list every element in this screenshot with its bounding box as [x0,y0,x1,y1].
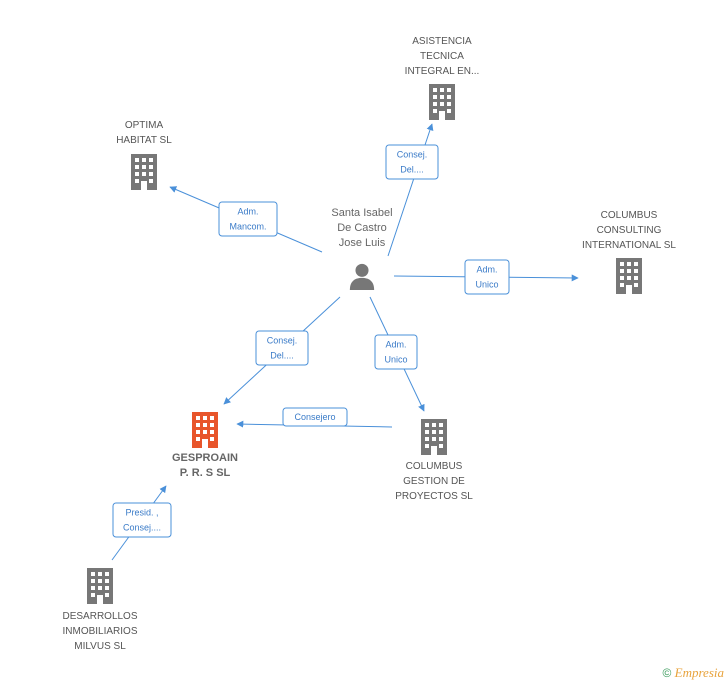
node-label: PROYECTOS SL [395,491,473,502]
edge-label-text: Unico [475,280,498,290]
edge-label-text: Adm. [385,340,406,350]
edge-person-to-optima: Adm. Mancom. [169,186,323,253]
node-label: INTEGRAL EN... [405,66,480,77]
edge-columbus_gestion-to-gesproain: Consejero [236,407,393,428]
edge-label-text: Del.... [400,165,424,175]
node-label: Jose Luis [339,237,386,249]
node-label: GESPROAIN [172,452,238,464]
edge-label-box[interactable] [374,334,418,370]
building-icon[interactable] [616,258,642,294]
building-icon[interactable] [421,419,447,455]
node-label: CONSULTING [597,225,662,236]
node-label: TECNICA [420,51,464,62]
edge-person-to-columbus_gestion: Adm. Unico [369,296,425,412]
node-optima[interactable]: OPTIMA HABITAT SL [116,120,172,190]
node-label: COLUMBUS [406,461,463,472]
building-icon[interactable] [429,84,455,120]
footer-brand: © Empresia [662,665,724,681]
building-icon[interactable] [192,412,218,448]
node-desarrollos[interactable]: DESARROLLOS INMOBILIARIOS MILVUS SL [62,568,138,652]
edge-label-text: Consejero [294,412,335,422]
building-icon[interactable] [87,568,113,604]
edges-layer: Consej.Del....Adm.Mancom.Adm.UnicoConsej… [111,123,579,561]
edge-label-text: Mancom. [229,222,266,232]
node-label: DESARROLLOS [62,611,137,622]
node-label: MILVUS SL [74,641,126,652]
edge-person-to-asistencia: Consej. Del.... [385,123,439,257]
copyright-symbol: © [662,666,672,680]
edge-label-box[interactable] [385,144,439,180]
node-gesproain[interactable]: GESPROAIN P. R. S SL [172,412,238,479]
node-label: HABITAT SL [116,135,172,146]
empresia-logo[interactable]: Empresia [674,665,724,680]
edge-label-box[interactable] [464,259,510,295]
node-columbus_consulting[interactable]: COLUMBUS CONSULTING INTERNATIONAL SL [582,210,676,294]
node-label: COLUMBUS [601,210,658,221]
edge-desarrollos-to-gesproain: Presid. , Consej.... [111,485,172,561]
node-label: INTERNATIONAL SL [582,240,676,251]
edge-person-to-columbus_consulting: Adm. Unico [393,259,579,295]
edge-label-text: Adm. [476,265,497,275]
person-icon[interactable] [349,263,375,290]
edge-person-to-gesproain: Consej. Del.... [223,296,341,405]
node-label: Santa Isabel [331,207,392,219]
edge-label-text: Consej.... [123,523,161,533]
edge-label-text: Unico [384,355,407,365]
edge-label-text: Adm. [237,207,258,217]
node-label: ASISTENCIA [412,36,472,47]
edge-label-box[interactable] [282,407,348,427]
building-icon[interactable] [131,154,157,190]
edge-line [387,123,434,257]
node-label: De Castro [337,222,387,234]
node-label: OPTIMA [125,120,164,131]
node-label: GESTION DE [403,476,465,487]
node-label: P. R. S SL [180,467,231,479]
edge-label-box[interactable] [112,502,172,538]
edge-label-box[interactable] [255,330,309,366]
edge-label-text: Del.... [270,351,294,361]
edge-label-text: Presid. , [125,508,158,518]
node-asistencia[interactable]: ASISTENCIA TECNICA INTEGRAL EN... [405,36,480,120]
edge-label-text: Consej. [267,336,298,346]
edge-label-text: Consej. [397,150,428,160]
node-label: INMOBILIARIOS [62,626,137,637]
edge-label-box[interactable] [218,201,278,237]
node-columbus_gestion[interactable]: COLUMBUS GESTION DE PROYECTOS SL [395,419,473,502]
